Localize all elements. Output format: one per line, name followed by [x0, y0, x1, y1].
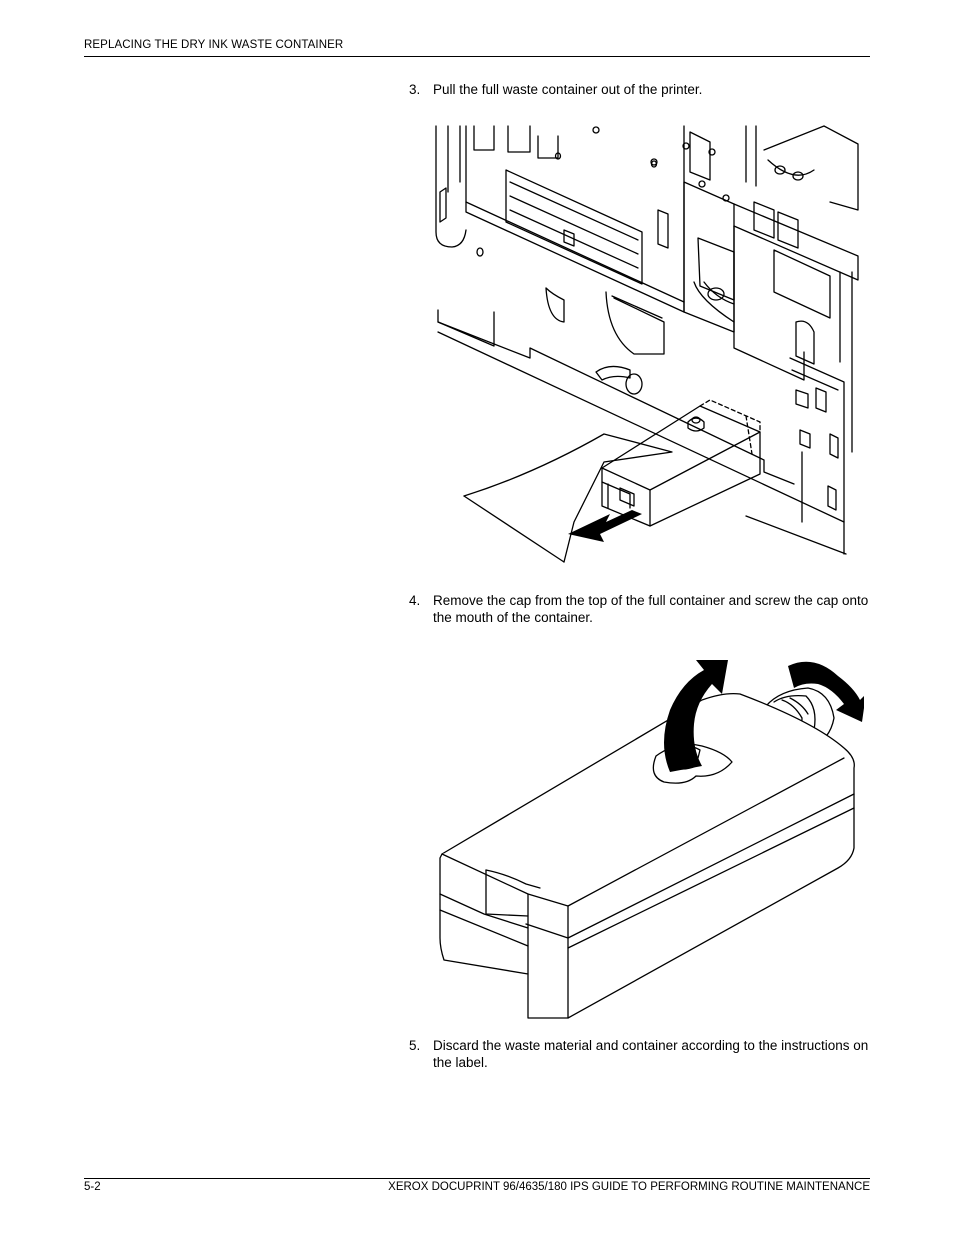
step-4: 4. Remove the cap from the top of the fu…	[409, 592, 871, 626]
release-lever	[596, 366, 630, 380]
frame-edge	[436, 126, 466, 247]
step-text: Discard the waste material and container…	[433, 1038, 869, 1070]
pull-arrow-icon	[568, 510, 642, 542]
printer-waste-container-illustration	[434, 122, 864, 576]
header-rule	[84, 56, 870, 57]
cap-screw-arrow-icon	[788, 661, 864, 722]
page-number: 5-2	[84, 1181, 101, 1193]
main-panel	[466, 126, 684, 312]
step-text: Remove the cap from the top of the full …	[433, 593, 869, 625]
step-text: Pull the full waste container out of the…	[433, 82, 703, 97]
container-cap-illustration	[434, 660, 864, 1020]
paper-sheet	[464, 434, 672, 562]
side-bracket	[684, 182, 734, 332]
waste-container	[602, 406, 760, 526]
lower-panel-edge	[438, 310, 794, 484]
step-3: 3. Pull the full waste container out of …	[409, 81, 871, 98]
cap-lift-arrow-icon	[664, 660, 728, 772]
step-number: 4.	[409, 593, 421, 608]
vent-slots	[506, 170, 642, 284]
step-5: 5. Discard the waste material and contai…	[409, 1037, 871, 1071]
document-title: XEROX DOCUPRINT 96/4635/180 IPS GUIDE TO…	[388, 1181, 870, 1193]
footer-rule	[84, 1178, 870, 1179]
step-number: 3.	[409, 82, 421, 97]
curved-cutout	[606, 292, 664, 354]
container-cap	[688, 418, 704, 431]
step-number: 5.	[409, 1038, 421, 1053]
running-header: REPLACING THE DRY INK WASTE CONTAINER	[84, 39, 344, 51]
